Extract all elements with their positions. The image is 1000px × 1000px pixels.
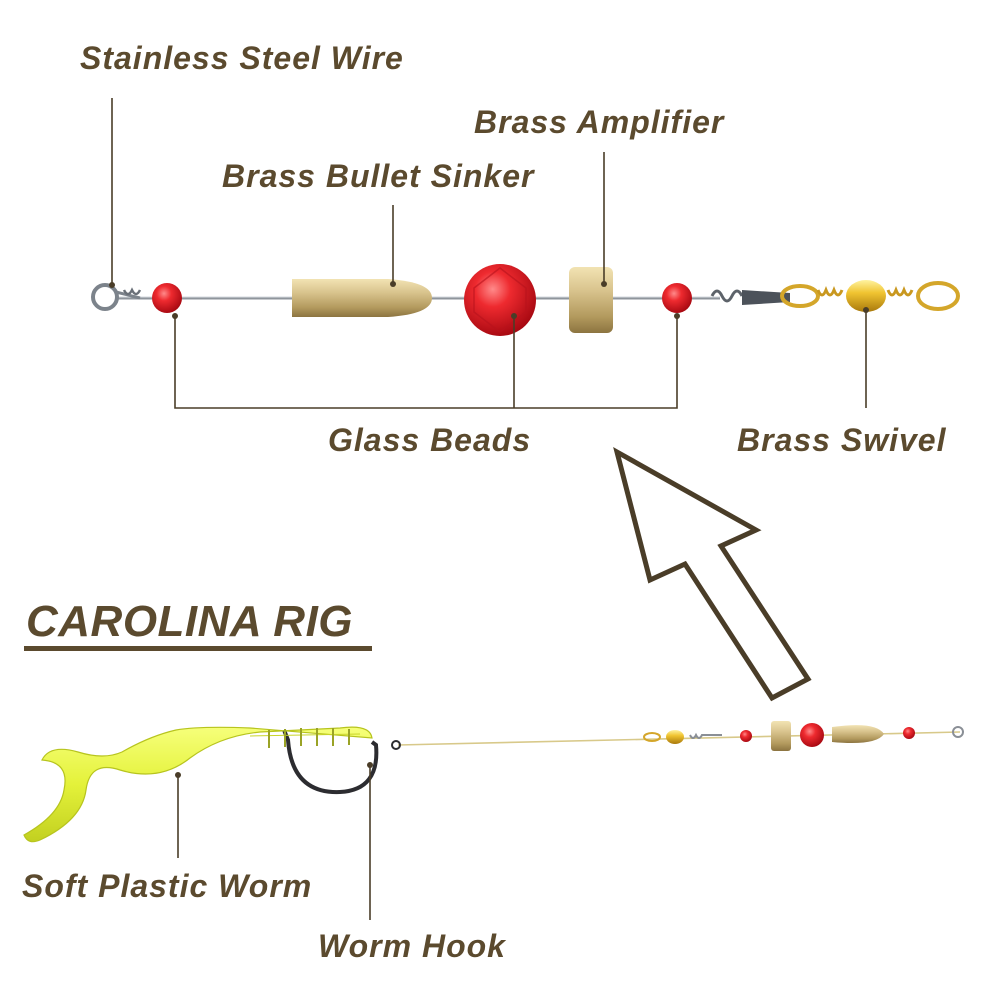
label-worm-hook: Worm Hook <box>318 928 506 964</box>
snap-clip <box>742 290 790 305</box>
label-glass-beads: Glass Beads <box>328 422 532 458</box>
swivel-coil-left <box>816 285 844 297</box>
label-soft-plastic-worm: Soft Plastic Worm <box>22 868 313 904</box>
mini-amplifier <box>771 721 791 751</box>
bead-facets <box>473 267 527 333</box>
glass-bead-large <box>464 264 536 336</box>
mini-bead-3 <box>903 727 915 739</box>
soft-plastic-worm <box>23 726 373 843</box>
label-brass-amplifier: Brass Amplifier <box>474 104 725 140</box>
title-carolina-rig: CAROLINA RIG <box>26 597 354 646</box>
bottom-rig <box>23 721 964 843</box>
title-underline <box>24 646 372 651</box>
worm-hook <box>282 729 379 795</box>
bottom-leader-lines <box>177 765 371 920</box>
wire-eye-loop <box>91 283 119 311</box>
label-brass-bullet-sinker: Brass Bullet Sinker <box>222 158 535 194</box>
mini-brass-swivel <box>666 730 684 744</box>
swivel-ring-left <box>780 284 820 308</box>
direction-arrow <box>613 446 812 702</box>
brass-amplifier <box>569 267 613 333</box>
brass-swivel <box>846 280 886 312</box>
leader-dots <box>109 281 869 778</box>
mini-bead-2 <box>800 723 824 747</box>
snap-coil <box>710 289 744 303</box>
top-leader-lines <box>111 98 867 409</box>
worm-ribbing <box>268 728 350 748</box>
glass-bead-left <box>152 283 182 313</box>
mini-bead-1 <box>740 730 752 742</box>
wire-coil-left <box>122 287 142 296</box>
mini-swivel-ring <box>643 732 661 742</box>
glass-bead-right <box>662 283 692 313</box>
leader-beads-bracket <box>174 316 678 409</box>
swivel-ring-right <box>916 281 960 311</box>
brass-bullet-sinker <box>292 279 432 317</box>
mini-snap <box>689 732 722 739</box>
top-rig <box>91 264 960 336</box>
mini-eye-loop <box>952 726 964 738</box>
swivel-coil-right <box>886 285 914 297</box>
label-brass-swivel: Brass Swivel <box>737 422 947 458</box>
hook-eye <box>391 740 401 750</box>
mini-bullet-sinker <box>832 725 884 743</box>
label-stainless-steel-wire: Stainless Steel Wire <box>80 40 404 76</box>
